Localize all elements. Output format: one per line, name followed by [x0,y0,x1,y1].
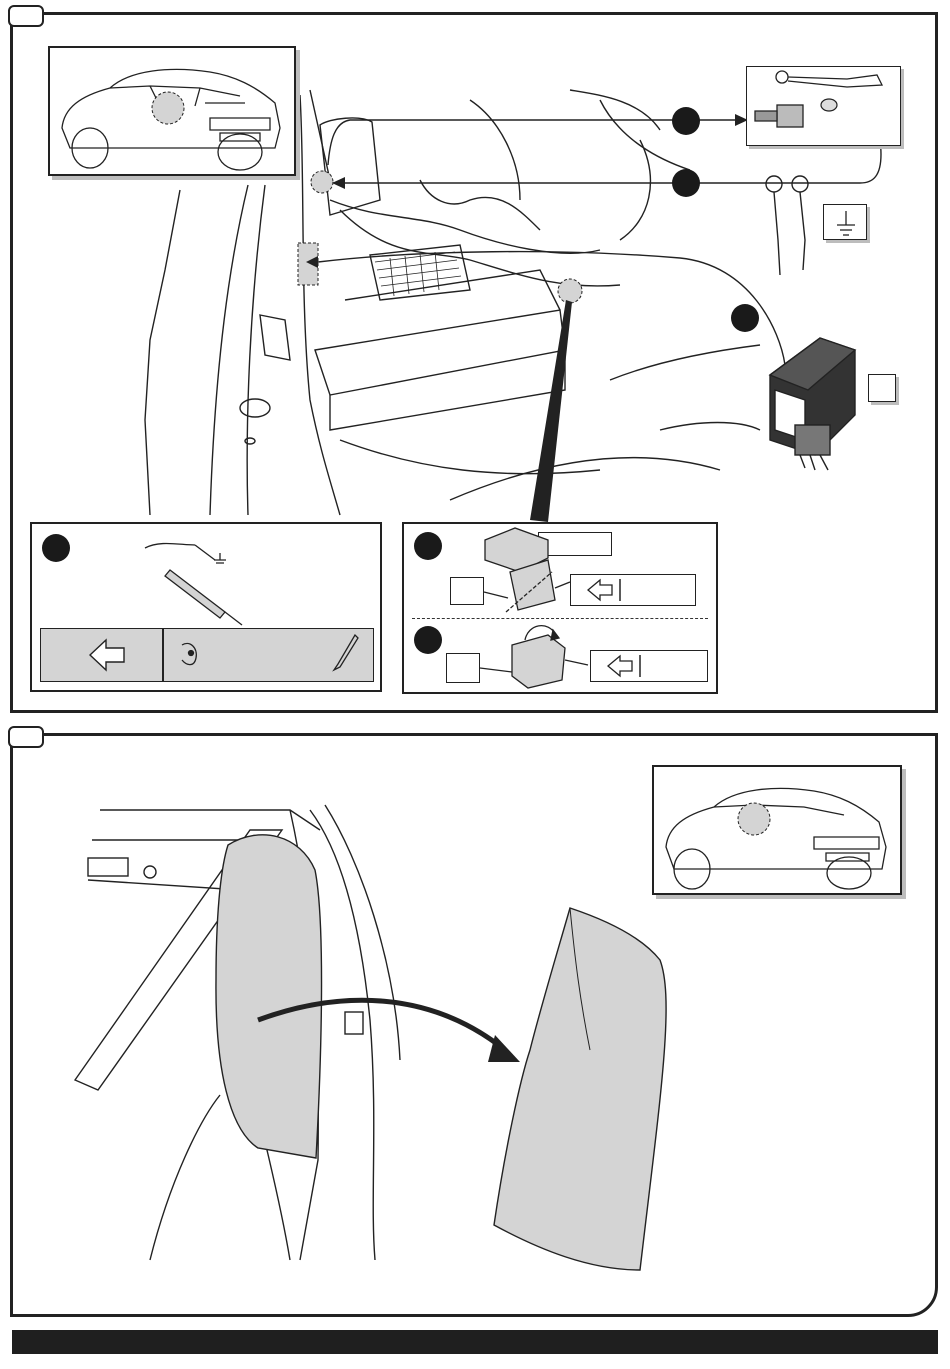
trim-panel-installed [216,835,322,1158]
footer-bar [12,1330,938,1354]
trim-panel-removed [494,908,666,1270]
